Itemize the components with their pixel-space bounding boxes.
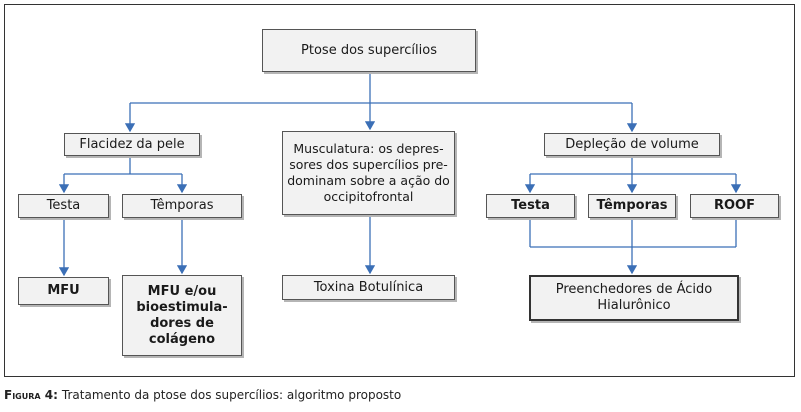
node-preenchedores: Preenchedores de Ácido Hialurônico — [529, 275, 739, 321]
node-mfu: MFU — [18, 277, 109, 305]
node-flacidez: Flacidez da pele — [64, 133, 200, 156]
node-temporas-right: Têmporas — [588, 194, 676, 218]
node-mfu-bio: MFU e/ou bioestimula-dores de colágeno — [122, 275, 242, 356]
node-deplecao: Depleção de volume — [544, 133, 720, 156]
node-toxina: Toxina Botulínica — [282, 275, 455, 300]
caption-label: Figura 4: — [4, 388, 58, 402]
caption-text: Tratamento da ptose dos supercílios: alg… — [61, 388, 402, 402]
node-roof: ROOF — [690, 194, 779, 218]
node-musculatura: Musculatura: os depres-sores dos supercí… — [282, 131, 455, 215]
node-testa-left: Testa — [18, 194, 109, 218]
node-temporas-left: Têmporas — [122, 194, 242, 218]
figure-caption: Figura 4:Tratamento da ptose dos supercí… — [4, 388, 401, 402]
node-testa-right: Testa — [486, 194, 575, 218]
node-root: Ptose dos supercílios — [262, 29, 476, 72]
